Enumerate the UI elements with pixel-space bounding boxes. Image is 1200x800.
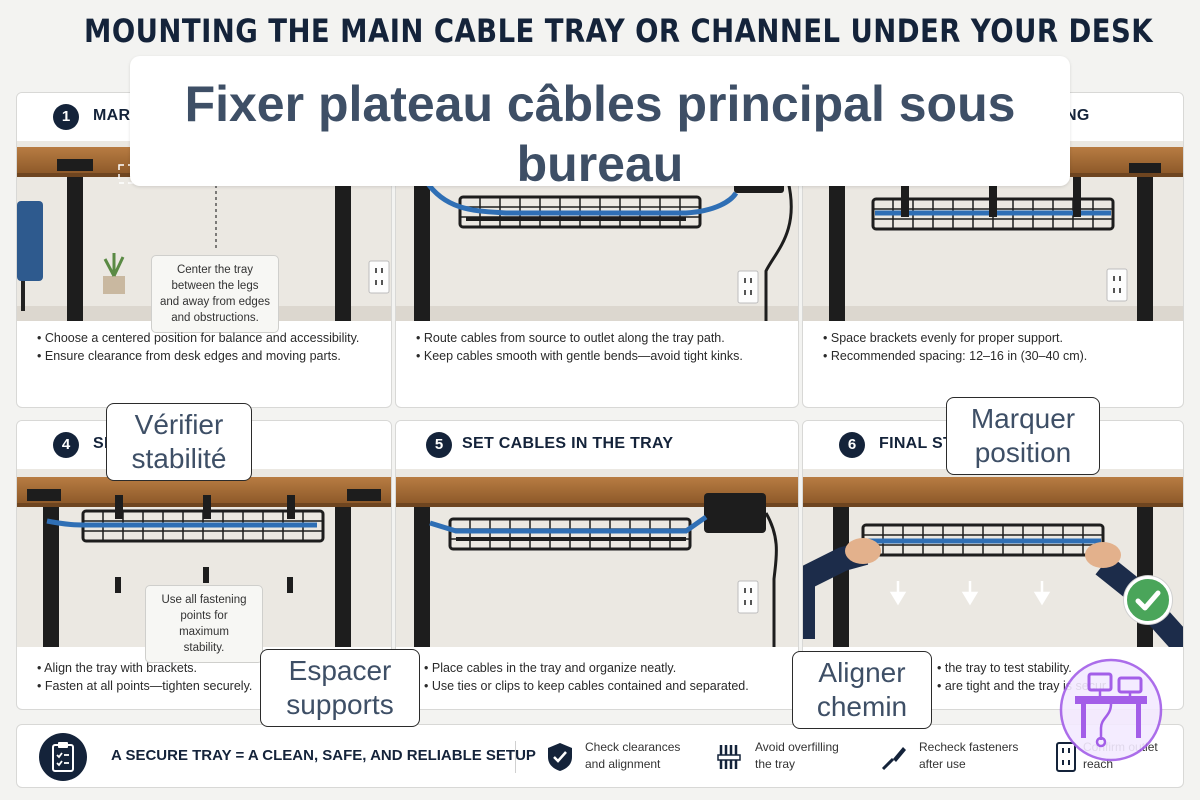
step-bullets: Place cables in the tray and organize ne… — [424, 659, 788, 695]
step-header: 5 SET CABLES IN THE TRAY — [396, 421, 798, 469]
footer-tip: Recheck fasteners after use — [919, 740, 1019, 771]
tip-callout: Center the tray between the legs and awa… — [151, 255, 279, 333]
desk-scene-illustration — [803, 469, 1183, 647]
main-translation-overlay: Fixer plateau câbles principal sous bure… — [130, 56, 1070, 192]
step-number: 4 — [53, 432, 79, 458]
outlet-icon — [1056, 742, 1076, 772]
page-title: MOUNTING THE MAIN CABLE TRAY OR CHANNEL … — [84, 12, 1153, 50]
step-panel-5: 5 SET CABLES IN THE TRAY Place cables in… — [395, 420, 799, 710]
clipboard-check-icon — [39, 733, 87, 781]
step-bullets: Choose a centered position for balance a… — [37, 329, 381, 365]
footer-tip: Check clearances and alignment — [585, 740, 681, 771]
space-brackets-label: Espacer supports — [260, 649, 420, 727]
step-title: MARK — [93, 107, 143, 124]
footer-slogan: A SECURE TRAY = A CLEAN, SAFE, AND RELIA… — [111, 747, 536, 764]
divider — [515, 741, 516, 773]
checkmark-icon — [1124, 576, 1172, 624]
desk-cable-logo — [1059, 658, 1163, 762]
step-title: SET CABLES IN THE TRAY — [462, 435, 674, 452]
footer-bar: A SECURE TRAY = A CLEAN, SAFE, AND RELIA… — [16, 724, 1184, 788]
step-number: 1 — [53, 104, 79, 130]
mark-position-label: Marquer position — [946, 397, 1100, 475]
desk-scene-illustration — [396, 469, 798, 647]
footer-tip: Avoid overfilling the tray — [755, 740, 839, 771]
step-number: 5 — [426, 432, 452, 458]
step-title: FINAL ST — [879, 435, 954, 452]
tip-callout: Use all fastening points for maximum sta… — [145, 585, 263, 663]
step-bullets: Route cables from source to outlet along… — [416, 329, 788, 365]
cable-bundle-icon — [717, 745, 741, 769]
step-title: NG — [1065, 107, 1090, 124]
verify-stability-label: Vérifier stabilité — [106, 403, 252, 481]
step-bullets: Space brackets evenly for proper support… — [823, 329, 1173, 365]
step-number: 6 — [839, 432, 865, 458]
shield-check-icon — [548, 743, 572, 771]
step-bullets: Align the tray with brackets. Fasten at … — [37, 659, 381, 695]
screwdriver-icon — [881, 747, 906, 771]
align-path-label: Aligner chemin — [792, 651, 932, 729]
